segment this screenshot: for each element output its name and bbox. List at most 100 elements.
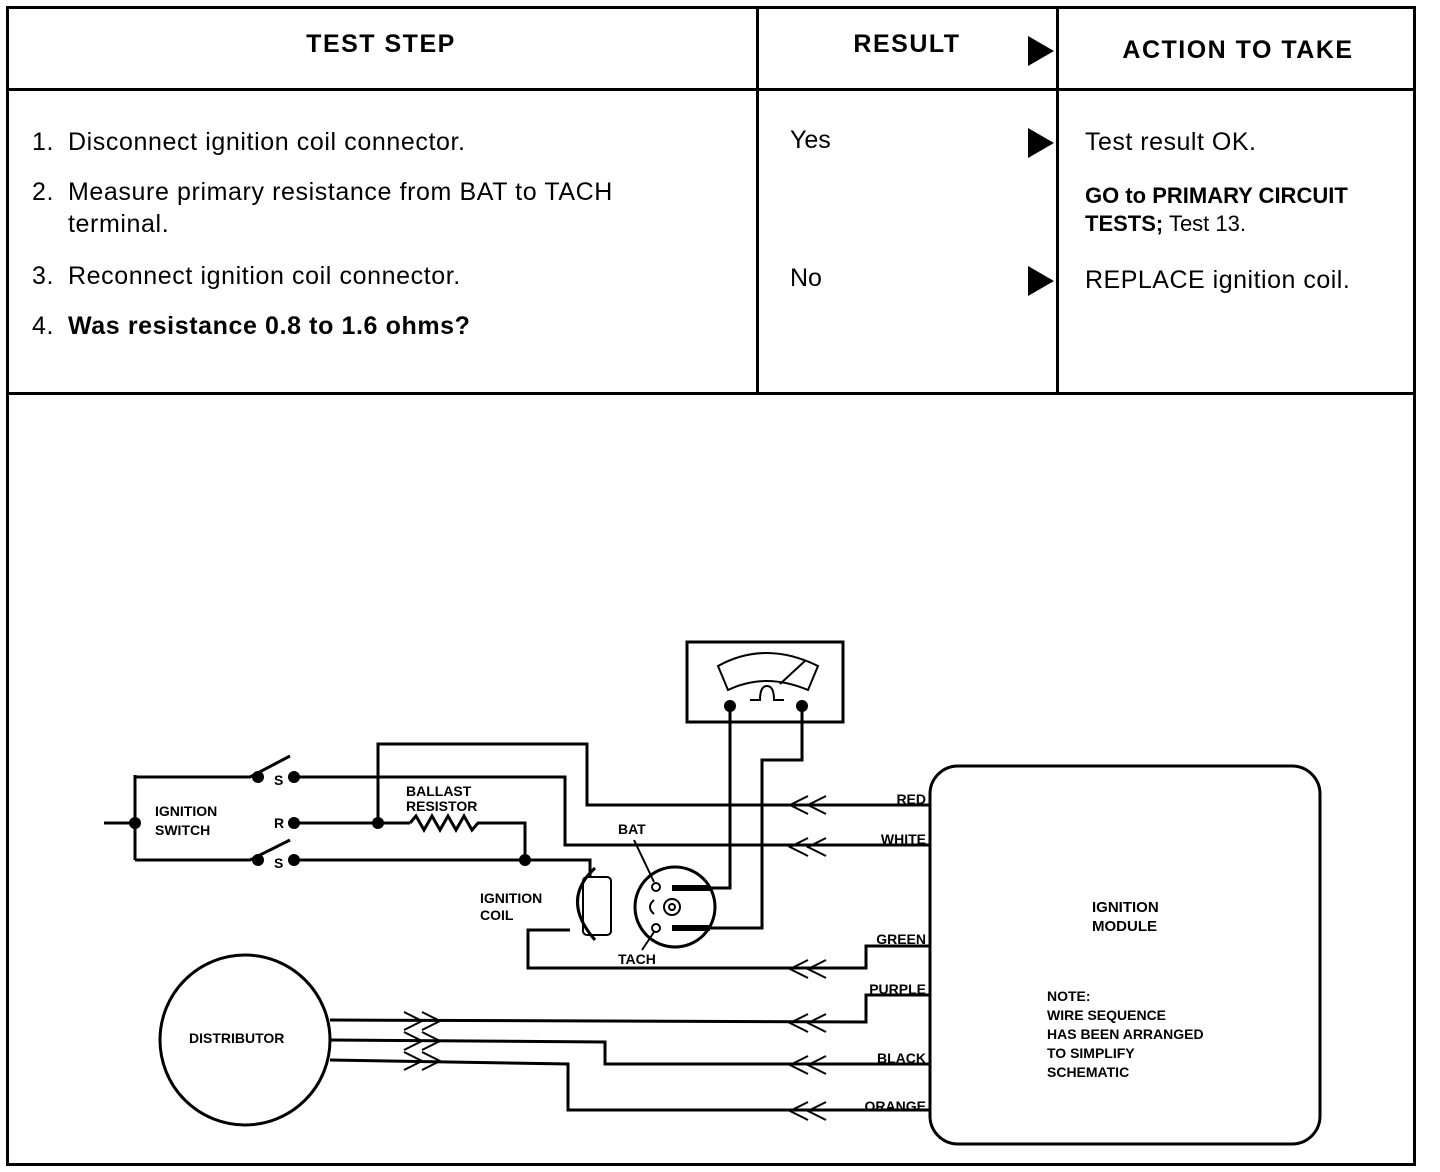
- column-divider-1: [756, 6, 759, 394]
- terminal-label-s-bottom: S: [274, 855, 283, 871]
- ballast-resistor-zigzag: [408, 812, 527, 860]
- header-result: RESULT: [853, 30, 961, 58]
- junction-dot: [252, 854, 264, 866]
- arrow-right-icon: [1028, 36, 1054, 66]
- wire-purple: [329, 993, 930, 1024]
- test-step-1: 1. Disconnect ignition coil connector.: [32, 126, 698, 158]
- junction-dot: [372, 817, 384, 829]
- connector-chevrons-purple: [787, 1013, 827, 1033]
- header-test-step: TEST STEP: [306, 30, 456, 58]
- bat-terminal: [651, 882, 661, 892]
- bat-label: BAT: [618, 821, 646, 837]
- terminal-dot-s-bottom: [288, 854, 300, 866]
- module-label-1: IGNITION: [1092, 899, 1159, 916]
- switch-s-bottom-blade: [135, 838, 291, 862]
- ignition-module-box: [928, 764, 1322, 1146]
- note-line-2: WIRE SEQUENCE: [1047, 1007, 1166, 1023]
- connector-chevrons-black: [787, 1055, 827, 1075]
- meter-terminal-dot: [724, 700, 736, 712]
- terminal-dot-r: [288, 817, 300, 829]
- omega-icon: [750, 684, 784, 701]
- step-number: 2.: [32, 178, 55, 206]
- coil-terminal-cap: [633, 865, 717, 949]
- meter-lead-bat: [710, 706, 732, 890]
- coil-bracket: [582, 876, 612, 936]
- ohmmeter-needle: [779, 659, 807, 685]
- wire-s-top-to-white: [293, 775, 930, 847]
- connector-chevrons-dist-1: [403, 1011, 443, 1031]
- page-frame: [6, 6, 1416, 1166]
- tach-label: TACH: [618, 951, 656, 967]
- coil-tower-mark: [649, 899, 655, 915]
- junction-dot: [129, 817, 141, 829]
- action-yes-text: Test result OK.: [1085, 128, 1257, 156]
- wire-black: [329, 1038, 930, 1066]
- wire-label-purple: PURPLE: [869, 981, 926, 997]
- test-step-2: 2. Measure primary resistance from BAT to…: [32, 176, 698, 240]
- coil-label-1: IGNITION: [480, 890, 542, 906]
- wire-label-red: RED: [896, 791, 926, 807]
- meter-lead-tach: [710, 706, 804, 930]
- action-goto-tests: TESTS;: [1085, 211, 1164, 236]
- ballast-label-2: RESISTOR: [406, 798, 477, 814]
- column-divider-2: [1056, 6, 1059, 394]
- action-no-text: REPLACE ignition coil.: [1085, 266, 1351, 294]
- meter-terminal-dot: [796, 700, 808, 712]
- ballast-label-1: BALLAST: [406, 783, 472, 799]
- result-no: No: [790, 264, 822, 292]
- test-step-4: 4. Was resistance 0.8 to 1.6 ohms?: [32, 310, 698, 342]
- test-step-3: 3. Reconnect ignition coil connector.: [32, 260, 698, 292]
- step-text: Was resistance 0.8 to 1.6 ohms?: [68, 312, 471, 340]
- junction-dot: [252, 771, 264, 783]
- header-divider: [6, 88, 1416, 91]
- wire-to-coil: [525, 858, 592, 878]
- coil-label-2: COIL: [480, 907, 514, 923]
- terminal-dot-s-top: [288, 771, 300, 783]
- action-goto-line-2: TESTS; Test 13.: [1085, 210, 1348, 238]
- table-bottom-divider: [6, 392, 1416, 395]
- tach-terminal: [651, 923, 661, 933]
- result-yes: Yes: [790, 126, 831, 154]
- wire-r-to-red: [376, 742, 930, 823]
- step-number: 1.: [32, 128, 55, 156]
- tach-leader: [641, 931, 655, 951]
- step-number: 3.: [32, 262, 55, 290]
- terminal-label-s-top: S: [274, 772, 283, 788]
- connector-chevrons-white: [787, 837, 827, 857]
- coil-body-left: [576, 866, 597, 941]
- ignition-switch-label-1: IGNITION: [155, 803, 217, 819]
- coil-center-terminal: [663, 898, 681, 916]
- distributor-label: DISTRIBUTOR: [189, 1030, 284, 1046]
- terminal-label-r: R: [274, 815, 284, 831]
- switch-s-top-blade: [135, 754, 291, 779]
- step-number: 4.: [32, 312, 55, 340]
- wire-label-white: WHITE: [881, 831, 926, 847]
- wire-orange: [329, 1058, 930, 1112]
- step-text: Measure primary resistance from BAT to T…: [68, 178, 613, 238]
- action-goto-line: GO to PRIMARY CIRCUIT: [1085, 183, 1348, 208]
- module-label-2: MODULE: [1092, 918, 1157, 935]
- arrow-right-icon: [1028, 128, 1054, 158]
- wire-label-black: BLACK: [877, 1050, 926, 1066]
- arrow-right-icon: [1028, 266, 1054, 296]
- connector-chevrons-dist-2: [403, 1031, 443, 1051]
- action-goto-test-number: Test 13.: [1163, 211, 1246, 236]
- wire-label-green: GREEN: [876, 931, 926, 947]
- note-line-1: NOTE:: [1047, 988, 1091, 1004]
- coil-center-dot: [668, 903, 676, 911]
- header-action: ACTION TO TAKE: [1122, 36, 1354, 64]
- wire-coil-to-green: [526, 928, 930, 970]
- wire-label-orange: ORANGE: [865, 1098, 926, 1114]
- bat-leader: [633, 839, 655, 883]
- junction-dot: [519, 854, 531, 866]
- step-text: Disconnect ignition coil connector.: [68, 128, 466, 156]
- action-yes-goto: GO to PRIMARY CIRCUIT TESTS; Test 13.: [1085, 182, 1348, 238]
- ignition-switch-label-2: SWITCH: [155, 822, 210, 838]
- connector-chevrons-dist-3: [403, 1051, 443, 1071]
- note-line-4: TO SIMPLIFY: [1047, 1045, 1135, 1061]
- note-line-5: SCHEMATIC: [1047, 1064, 1129, 1080]
- connector-chevrons-orange: [787, 1101, 827, 1121]
- step-text: Reconnect ignition coil connector.: [68, 262, 461, 290]
- note-line-3: HAS BEEN ARRANGED: [1047, 1026, 1204, 1042]
